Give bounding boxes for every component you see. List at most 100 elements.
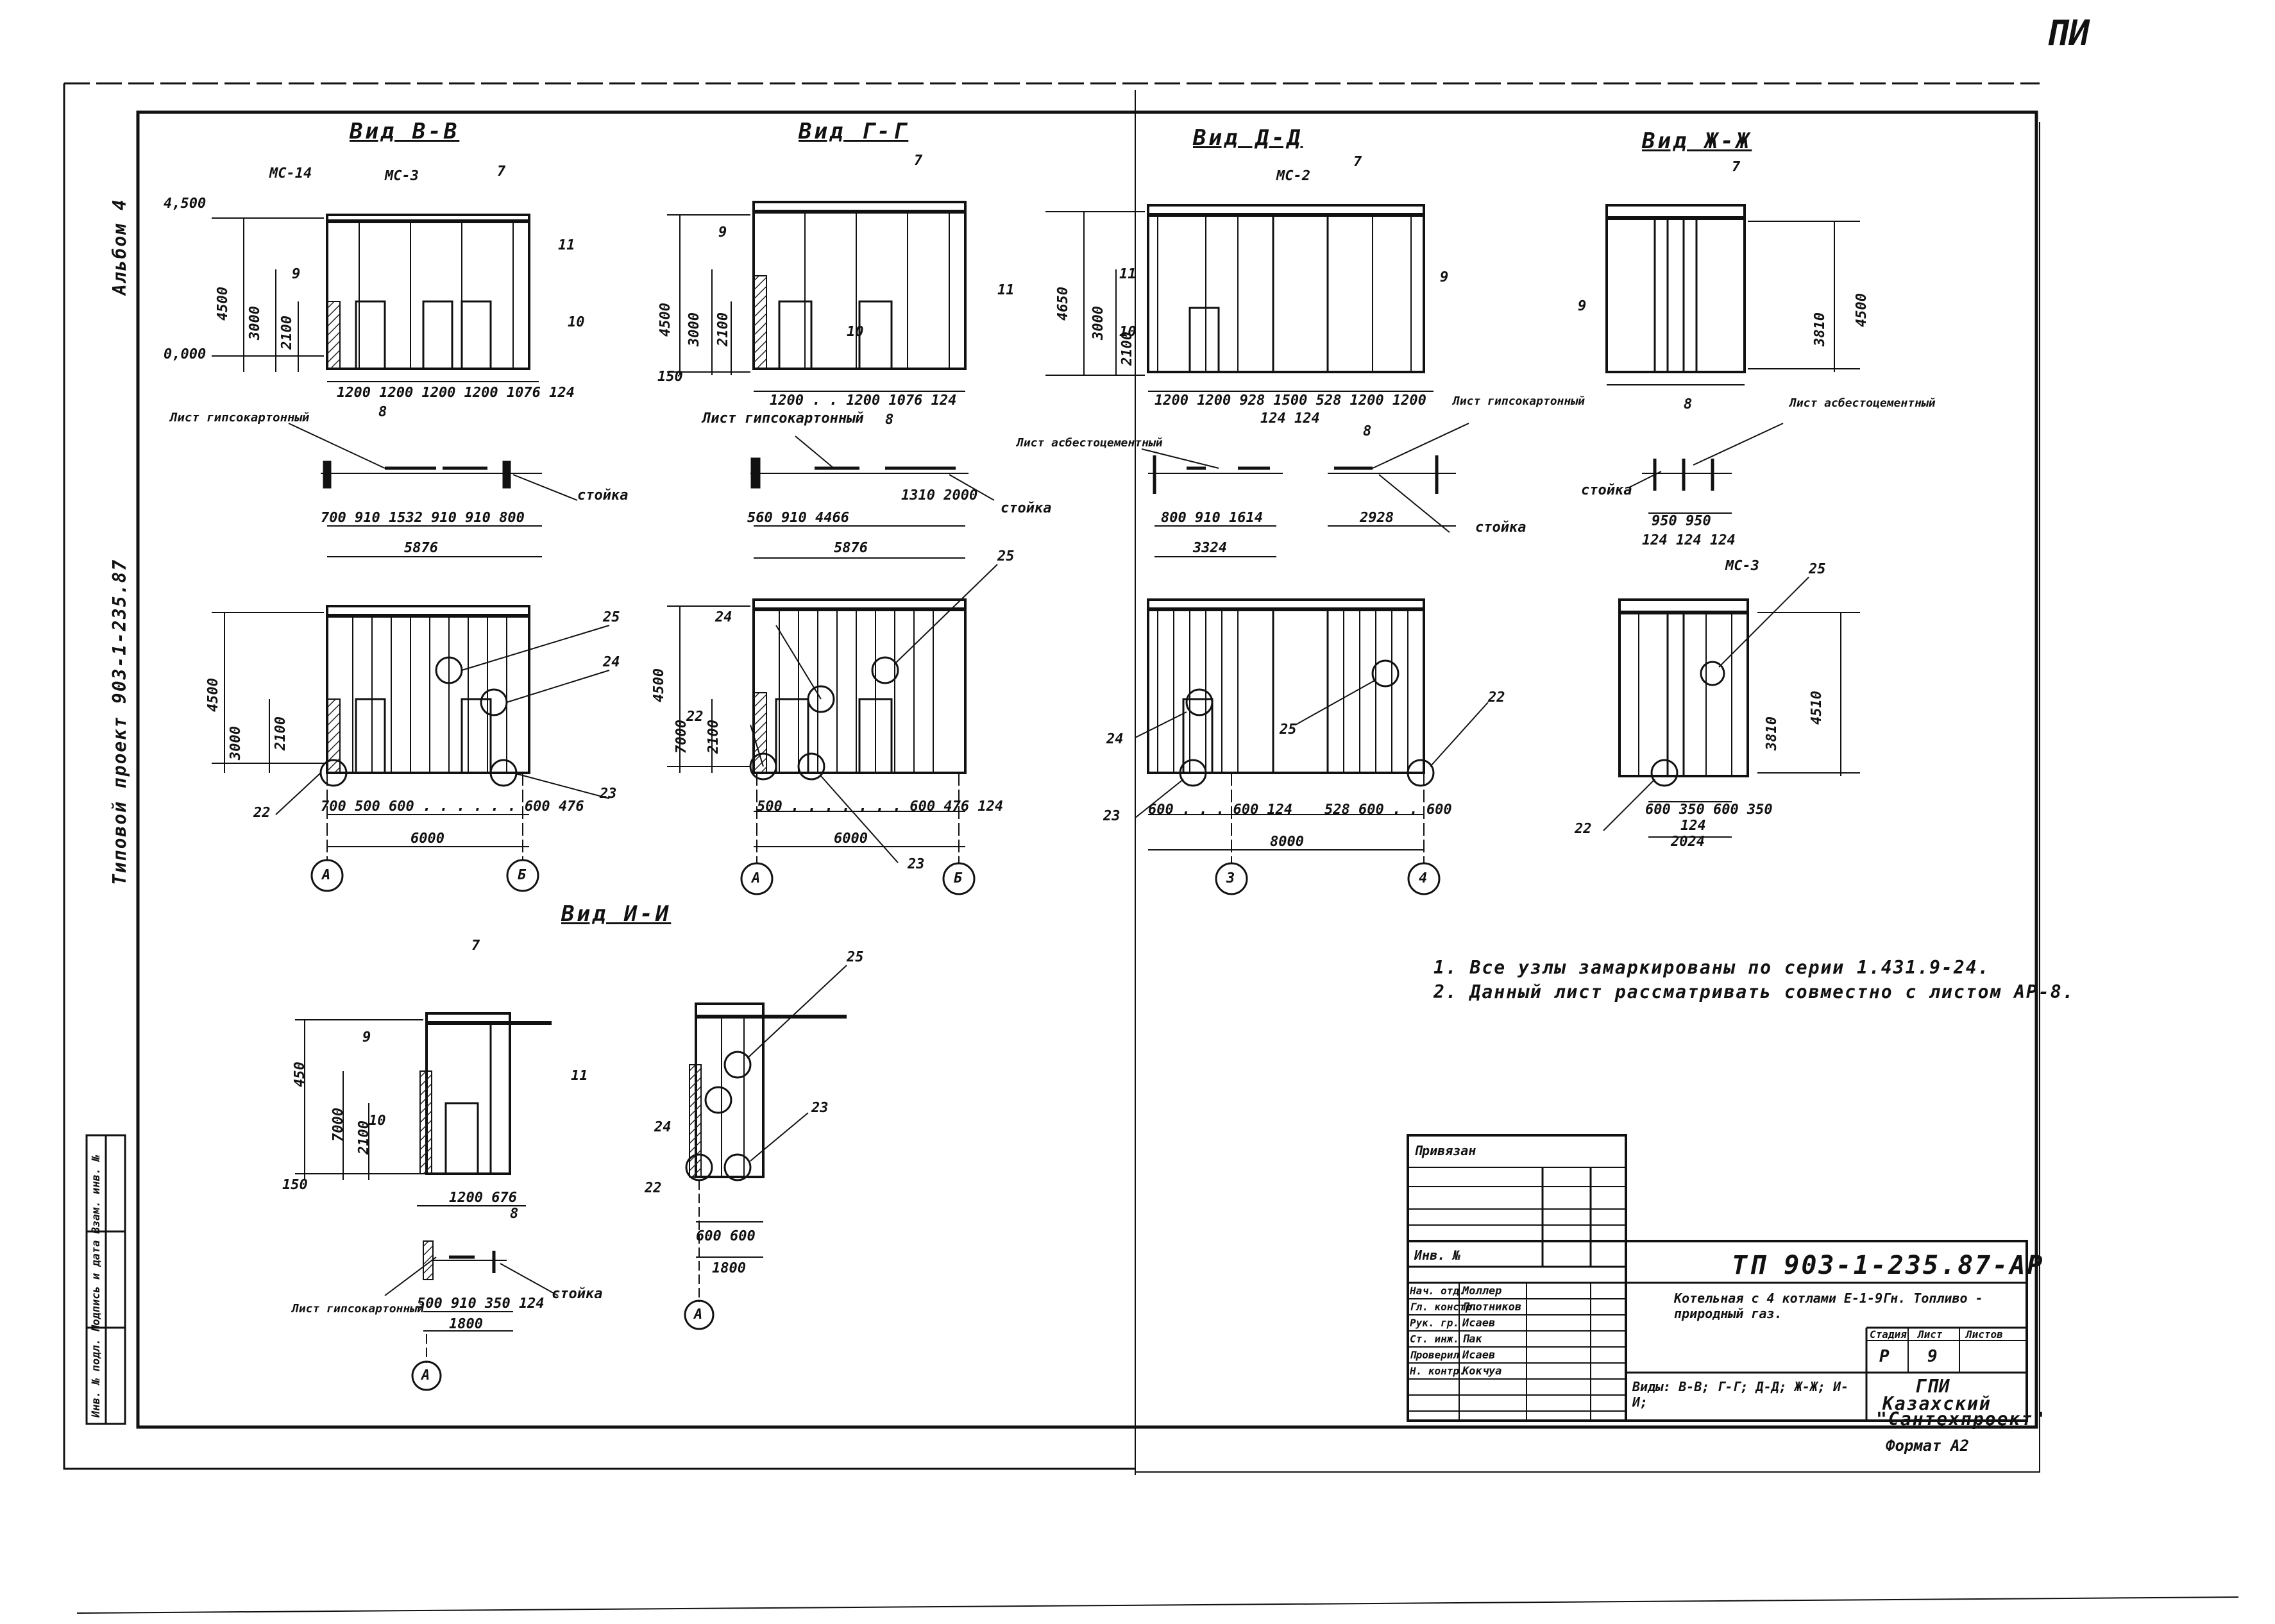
dim-4500-gg: 4500: [657, 303, 673, 337]
dim-3000-gg: 3000: [686, 312, 702, 346]
dd-total-8000: 8000: [1270, 834, 1304, 850]
tb-role-5: Н. контр.: [1410, 1365, 1466, 1377]
mark-24-gg: 24: [715, 609, 732, 625]
mark-24-bb: 24: [603, 654, 620, 670]
dd-124: 124 124: [1260, 410, 1320, 427]
mark-23-bb: 23: [600, 786, 617, 802]
tb-name-5: Кокчуа: [1462, 1365, 1502, 1378]
axis-b-gg: Б: [954, 870, 963, 886]
dd-bottom-dims2: 528 600 . . 600: [1324, 802, 1452, 818]
bb-plan-dims: 700 910 1532 910 910 800: [321, 510, 525, 526]
stoyka-dd: стойка: [1475, 520, 1527, 536]
mark-22-ii: 22: [645, 1180, 662, 1196]
mark-25-bb: 25: [603, 609, 620, 625]
tb-stage-label: Стадия: [1870, 1328, 1907, 1341]
axis-a-ii2: А: [694, 1307, 703, 1323]
tb-org2: Казахский: [1882, 1393, 1992, 1414]
mark-8-zh: 8: [1684, 396, 1693, 412]
dim-2100-ii: 2100: [356, 1121, 372, 1155]
mark-24-dd: 24: [1106, 731, 1124, 747]
list-gips-bb: Лист гипсокартонный: [170, 410, 310, 425]
bb-bottom-dims: 700 500 600 . . . . . . 600 476: [321, 799, 584, 815]
mark-10: 10: [568, 314, 585, 330]
mark-8-ii: 8: [510, 1206, 519, 1222]
mark-9-ii: 9: [362, 1029, 371, 1045]
dim-150-ii: 150: [282, 1177, 308, 1193]
mk14-label: МС-14: [269, 165, 312, 182]
axis-a-gg: А: [752, 870, 761, 886]
ii-total-1800b: 1800: [712, 1260, 746, 1276]
axis-4-dd: 4: [1419, 870, 1428, 886]
mark-22-bb: 22: [253, 805, 271, 821]
bottom-edge: [76, 1596, 2239, 1614]
mark-10-ii: 10: [369, 1113, 386, 1129]
tb-org3: "Сантехпроект": [1876, 1408, 2046, 1430]
mark-24-ii: 24: [654, 1119, 672, 1135]
tb-sheet-desc: Виды: В-В; Г-Г; Д-Д; Ж-Ж; И-И;: [1632, 1379, 1849, 1410]
mark-22-zh: 22: [1575, 821, 1592, 837]
dim-3810-zh2: 3810: [1764, 716, 1780, 750]
dim-7000-gg2: 7000: [673, 720, 689, 754]
dd-plan-dims2: 2928: [1360, 510, 1394, 526]
tb-org1: ГПИ: [1915, 1376, 1951, 1397]
gg-total-6000: 6000: [834, 831, 868, 847]
dim-450-ii: 450: [292, 1062, 308, 1087]
mk3-label: МС-3: [385, 168, 419, 184]
mark-8-gg: 8: [885, 412, 894, 428]
level-4500: 4,500: [164, 196, 207, 212]
list-asb-dd: Лист асбестоцементный: [1017, 436, 1163, 450]
dim-3000-dd: 3000: [1090, 306, 1106, 340]
right-outer-frame: [1135, 122, 2040, 1473]
axis-a-bubble: [310, 859, 344, 892]
tb-name-1: Плотников: [1462, 1301, 1522, 1314]
tb-role-0: Нач. отд.: [1410, 1285, 1466, 1297]
gg-top-dims: 1200 . . 1200 1076 124: [770, 393, 957, 409]
ii-plan-dims: 1200 676: [449, 1190, 517, 1206]
mark-7-ii: 7: [471, 938, 480, 954]
gg-plan-dims: 560 910 4466: [747, 510, 849, 526]
dim-3000: 3000: [247, 306, 263, 340]
project-side-label: Типовой проект 903-1-235.87: [109, 558, 130, 885]
album-label: Альбом 4: [109, 198, 130, 295]
zh-plan-dims: 950 950: [1652, 513, 1711, 529]
dim-4510-zh: 4510: [1809, 691, 1825, 725]
note-1: 1. Все узлы замаркированы по серии 1.431…: [1434, 957, 1990, 978]
zh-bottom-dims: 600 350 600 350: [1645, 802, 1773, 818]
mark-10-dd: 10: [1119, 324, 1137, 340]
dd-plan-dims: 800 910 1614: [1161, 510, 1263, 526]
zh-bottom-124: 124: [1680, 818, 1706, 834]
zh-124: 124 124 124: [1642, 532, 1736, 548]
tb-sheet-label: Лист: [1918, 1328, 1943, 1341]
dim-150-gg: 150: [657, 369, 683, 385]
note-2: 2. Данный лист рассматривать совместно с…: [1434, 981, 2075, 1002]
level-0: 0,000: [164, 346, 207, 362]
list-label-gg: Лист гипсокартонный: [702, 410, 864, 427]
gg-plan-dims2: 1310 2000: [901, 487, 978, 503]
axis-3-dd: 3: [1226, 870, 1235, 886]
mark-10-gg: 10: [847, 324, 864, 340]
axis-b-bb: Б: [518, 867, 527, 883]
bb-total-6000: 6000: [410, 831, 444, 847]
tb-stage: Р: [1879, 1347, 1890, 1366]
dim-4500-bb2: 4500: [205, 678, 221, 712]
mark-25-gg: 25: [997, 548, 1015, 564]
mark-11-dd: 11: [1119, 266, 1137, 282]
mk3-zh: МС-3: [1725, 558, 1759, 574]
left-strip-label: Инв. № подл. Подпись и дата Взам. инв. №: [90, 1155, 103, 1417]
corner-mark: ПИ: [2046, 13, 2092, 53]
mark-9-zh: 9: [1578, 298, 1587, 314]
mark-7-zh: 7: [1732, 159, 1741, 175]
ii-bottom-dims: 600 600: [696, 1228, 756, 1244]
tb-name-3: Пак: [1462, 1333, 1482, 1346]
list-gips-dd: Лист гипсокартонный: [1453, 394, 1585, 408]
zh-total-2024: 2024: [1671, 834, 1705, 850]
mark-9-gg: 9: [718, 224, 727, 241]
list-gips-ii: Лист гипсокартонный: [292, 1302, 424, 1315]
mark-11-gg: 11: [997, 282, 1015, 298]
bb-plan-total: 5876: [404, 540, 438, 556]
mark-25-dd: 25: [1280, 722, 1297, 738]
view-title-gg: Вид Г-Г: [799, 119, 909, 144]
axis-a-ii: А: [421, 1367, 430, 1383]
ii-total-1800: 1800: [449, 1316, 483, 1332]
tb-code: ТП 903-1-235.87-АР: [1732, 1251, 2045, 1280]
